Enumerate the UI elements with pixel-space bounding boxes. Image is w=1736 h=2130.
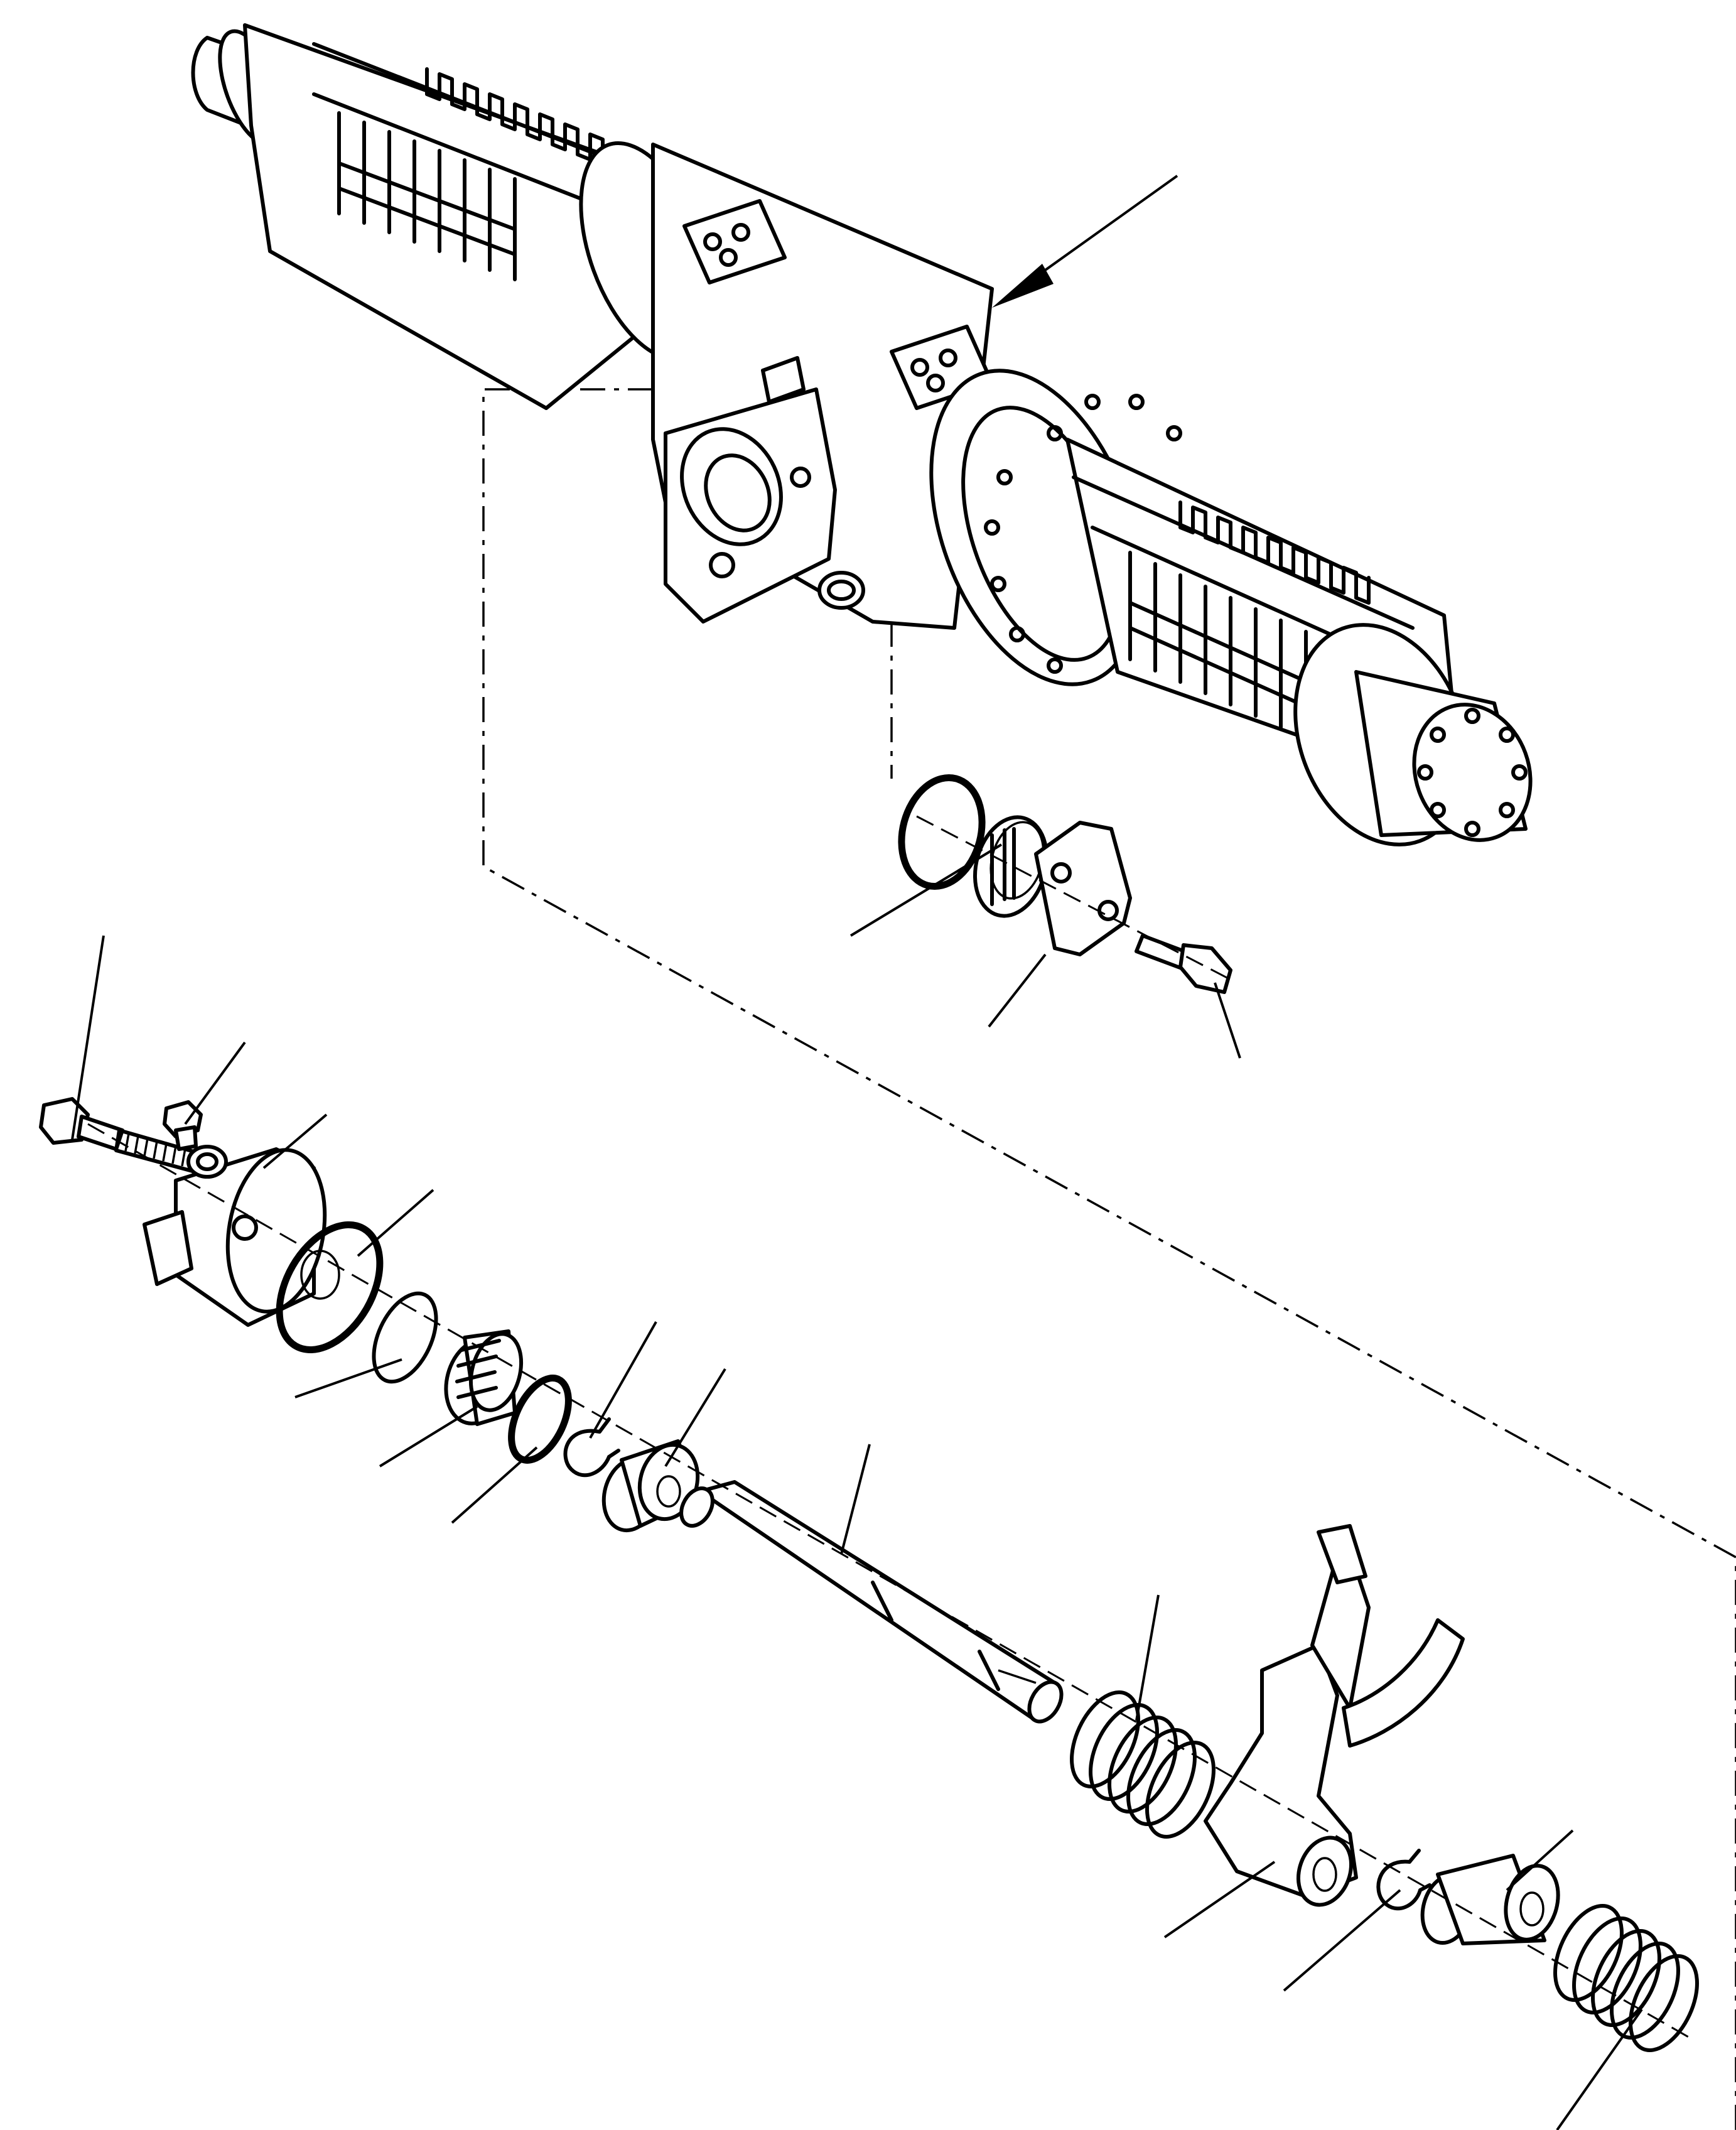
plug-flange — [973, 815, 1132, 956]
o-ring-piston — [508, 1375, 572, 1464]
housing-pointer-arrow — [992, 175, 1178, 308]
callout-leaders — [71, 843, 1643, 2130]
axle-housing — [191, 23, 1533, 846]
snap-ring-lower — [1376, 1849, 1431, 1911]
lower-axis-line — [87, 1123, 1696, 2042]
o-ring-upper — [898, 774, 986, 890]
flange-bolt — [1135, 934, 1232, 994]
piston — [444, 1329, 524, 1426]
flange-bolt-holes — [984, 394, 1182, 674]
shift-fork — [1204, 1524, 1465, 1907]
snap-ring — [563, 1417, 620, 1478]
upper-axis-line — [916, 815, 1231, 981]
hub-stud-holes — [1417, 708, 1528, 837]
long-bolt — [39, 1097, 209, 1176]
shift-cylinder — [143, 1145, 340, 1327]
spring-upper — [1070, 1690, 1216, 1839]
o-ring-large — [276, 1221, 384, 1354]
sleeve — [1420, 1854, 1560, 1945]
left-arm-rack — [312, 42, 630, 281]
o-ring-small — [372, 1291, 438, 1384]
set-screw — [163, 1100, 203, 1151]
spring-lower — [1553, 1904, 1699, 2052]
shift-shaft — [679, 1480, 1064, 1724]
